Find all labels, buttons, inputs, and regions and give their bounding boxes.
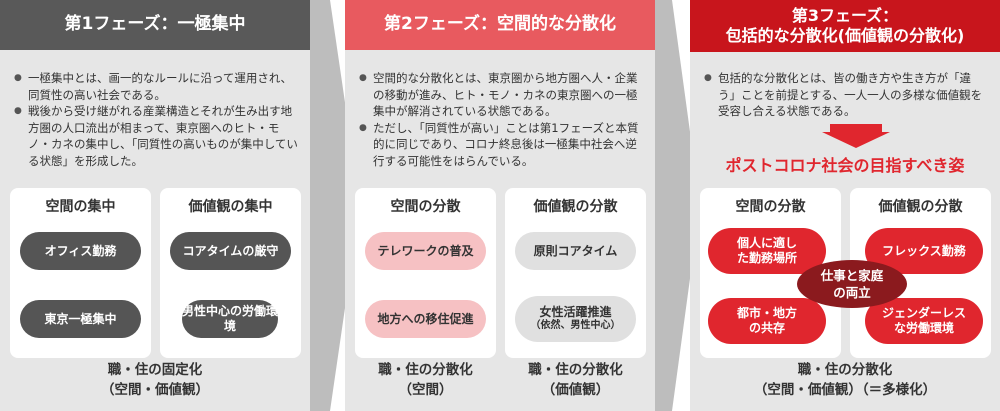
phase3-space-item-1: 個人に適した勤務場所 bbox=[708, 228, 826, 274]
phase2-space-item-1: テレワークの普及 bbox=[365, 232, 486, 270]
phase1-value-box: 価値観の集中 コアタイムの厳守 男性中心の労働環境 bbox=[160, 188, 301, 358]
phase3-value-title: 価値観の分散 bbox=[878, 199, 963, 215]
phase3-header: 第3フェーズ： 包括的な分散化(価値観の分散化) bbox=[690, 0, 1000, 52]
phase1-value-title: 価値観の集中 bbox=[188, 199, 273, 215]
phase2-value-item-2: 女性活躍推進（依然、男性中心） bbox=[515, 296, 636, 342]
phase1-bullets: 一極集中とは、画一的なルールに沿って運用され、同質性の高い社会である。 戦後から… bbox=[14, 70, 298, 169]
phase3-bullet-1: 包括的な分散化とは、皆の働き方や生き方が「違う」ことを前提とする、一人一人の多様… bbox=[704, 70, 988, 120]
phase2-space-item-2: 地方への移住促進 bbox=[365, 300, 486, 338]
phase3-title-line1: 第3フェーズ： bbox=[791, 6, 899, 25]
phase2-value-box: 価値観の分散 原則コアタイム 女性活躍推進（依然、男性中心） bbox=[505, 188, 646, 358]
phase3-space-box: 空間の分散 個人に適した勤務場所 都市・地方の共存 bbox=[700, 188, 841, 358]
phase2-space-title: 空間の分散 bbox=[390, 199, 461, 215]
phase1-space-box: 空間の集中 オフィス勤務 東京一極集中 bbox=[10, 188, 151, 358]
phase1-bullet-1: 一極集中とは、画一的なルールに沿って運用され、同質性の高い社会である。 bbox=[14, 70, 298, 103]
phase2-value-item-1: 原則コアタイム bbox=[515, 232, 636, 270]
phase2-value-item-2-note: （依然、男性中心） bbox=[530, 320, 621, 332]
phase3-space-item-2: 都市・地方の共存 bbox=[708, 298, 826, 344]
phase1-bullet-2: 戦後から受け継がれる産業構造とそれが生み出す地方圏の人口流出が相まって、東京圏へ… bbox=[14, 103, 298, 169]
arrow-2-to-3 bbox=[645, 0, 700, 411]
phase3-value-box: 価値観の分散 フレックス勤務 ジェンダーレスな労働環境 bbox=[850, 188, 991, 358]
phase1-space-title: 空間の集中 bbox=[45, 199, 116, 215]
phase3-footer: 職・住の分散化 （空間・価値観）（＝多様化） bbox=[753, 362, 937, 398]
phase1-title: 第1フェーズ：一極集中 bbox=[64, 14, 246, 35]
phase3-center-oval: 仕事と家庭の両立 bbox=[797, 260, 907, 308]
phase3-value-item-2: ジェンダーレスな労働環境 bbox=[865, 298, 983, 344]
goal-arrow-shaft bbox=[830, 124, 882, 133]
phase2-value-title: 価値観の分散 bbox=[533, 199, 618, 215]
phase2-panel: 第2フェーズ：空間的な分散化 空間的な分散化とは、東京圏から地方圏へ人・企業の移… bbox=[345, 0, 655, 411]
phase2-bullet-2: ただし、「同質性が高い」ことは第1フェーズと本質的に同じであり、コロナ終息後は一… bbox=[359, 120, 643, 170]
phase2-space-box: 空間の分散 テレワークの普及 地方への移住促進 bbox=[355, 188, 496, 358]
phase2-title: 第2フェーズ：空間的な分散化 bbox=[384, 14, 616, 35]
phase2-footer-right: 職・住の分散化 （価値観） bbox=[528, 362, 623, 398]
phase3-title-line2: 包括的な分散化(価値観の分散化) bbox=[725, 26, 965, 45]
phase3-bullets: 包括的な分散化とは、皆の働き方や生き方が「違う」ことを前提とする、一人一人の多様… bbox=[704, 70, 988, 120]
phase3-goal: ポストコロナ社会の目指すべき姿 bbox=[725, 156, 965, 175]
phase1-footer: 職・住の固定化 （空間・価値観） bbox=[101, 362, 209, 398]
phase1-value-item-2: 男性中心の労働環境 bbox=[182, 300, 278, 338]
phase1-space-item-2: 東京一極集中 bbox=[20, 300, 141, 338]
phase2-footer-left: 職・住の分散化 （空間） bbox=[378, 362, 473, 398]
phase1-value-item-1: コアタイムの厳守 bbox=[170, 232, 291, 270]
phase1-space-item-1: オフィス勤務 bbox=[20, 232, 141, 270]
goal-arrow-icon bbox=[822, 132, 890, 148]
phase2-header: 第2フェーズ：空間的な分散化 bbox=[345, 0, 655, 50]
phase2-bullets: 空間的な分散化とは、東京圏から地方圏へ人・企業の移動が進み、ヒト・モノ・カネの東… bbox=[359, 70, 643, 169]
phase1-header: 第1フェーズ：一極集中 bbox=[0, 0, 310, 50]
phase3-space-title: 空間の分散 bbox=[735, 199, 806, 215]
phase1-panel: 第1フェーズ：一極集中 一極集中とは、画一的なルールに沿って運用され、同質性の高… bbox=[0, 0, 310, 411]
phase2-bullet-1: 空間的な分散化とは、東京圏から地方圏へ人・企業の移動が進み、ヒト・モノ・カネの東… bbox=[359, 70, 643, 120]
